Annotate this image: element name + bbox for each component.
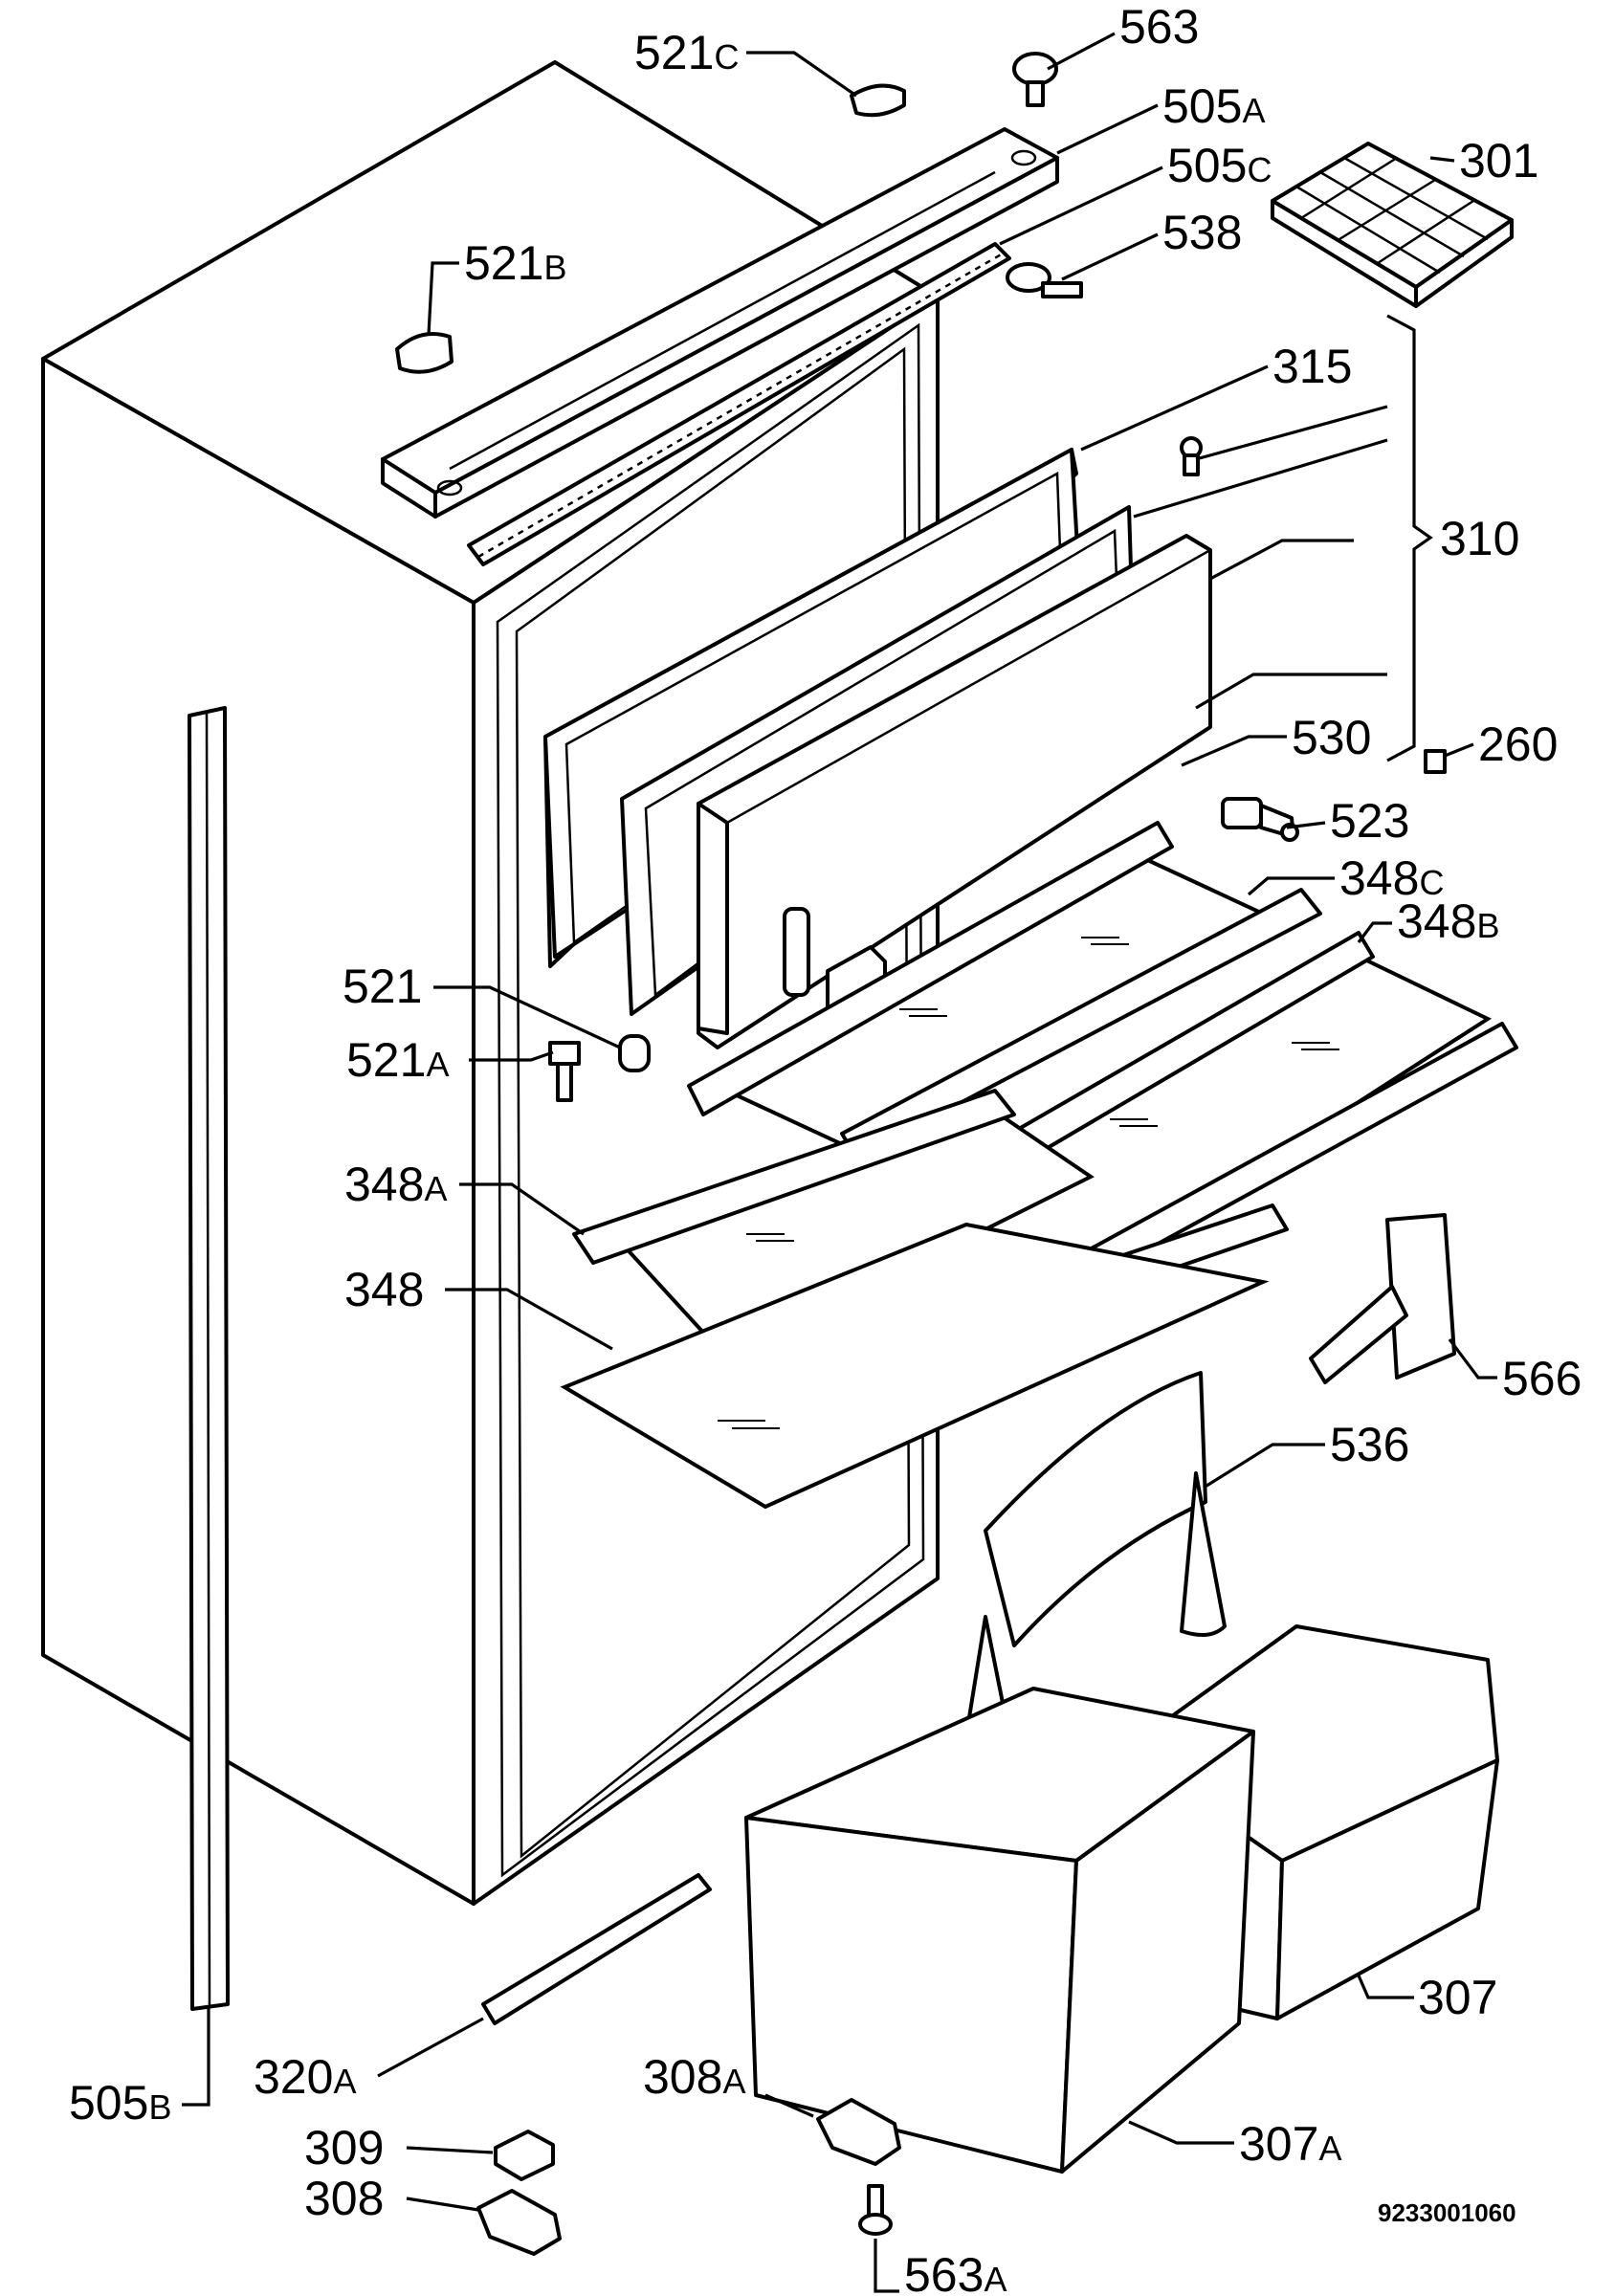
label-348c: 348C bbox=[1339, 851, 1444, 905]
ice-scraper bbox=[1309, 1213, 1456, 1384]
label-530: 530 bbox=[1292, 711, 1371, 764]
screw-563 bbox=[1012, 52, 1058, 107]
label-308a: 308A bbox=[643, 2050, 745, 2104]
glass-shelf-348 bbox=[560, 1222, 1270, 1510]
document-number: 9233001060 bbox=[1378, 2198, 1516, 2227]
clip-260 bbox=[1424, 749, 1447, 774]
bolt-315 bbox=[1180, 436, 1203, 476]
label-260: 260 bbox=[1478, 718, 1558, 771]
label-521a: 521A bbox=[346, 1033, 449, 1087]
plug-521 bbox=[618, 1034, 651, 1072]
label-521: 521 bbox=[343, 960, 422, 1013]
label-307: 307 bbox=[1418, 1971, 1497, 2024]
label-505a: 505A bbox=[1162, 79, 1265, 133]
label-563: 563 bbox=[1119, 0, 1199, 54]
label-505c: 505C bbox=[1167, 139, 1272, 192]
seal-strip bbox=[467, 242, 1011, 566]
label-521b: 521B bbox=[464, 236, 566, 290]
door-trim-strip bbox=[188, 706, 230, 2011]
label-523: 523 bbox=[1330, 794, 1409, 848]
label-301: 301 bbox=[1459, 134, 1538, 188]
leader-lines bbox=[182, 32, 1497, 2293]
rail-320a bbox=[481, 1873, 712, 2025]
label-505b: 505B bbox=[69, 2076, 171, 2130]
label-320a: 320A bbox=[254, 2050, 356, 2104]
label-538: 538 bbox=[1162, 206, 1242, 259]
label-521c: 521C bbox=[634, 26, 739, 79]
label-563a: 563A bbox=[904, 2248, 1007, 2296]
hinge-538 bbox=[1006, 262, 1083, 298]
ice-tray bbox=[1271, 142, 1514, 308]
plug-523 bbox=[1221, 797, 1299, 842]
cap-521c bbox=[850, 83, 906, 118]
label-536: 536 bbox=[1330, 1418, 1409, 1471]
glass-shelf-348c bbox=[687, 821, 1322, 1160]
latch-530 bbox=[783, 907, 810, 997]
label-315: 315 bbox=[1272, 340, 1352, 393]
freezer-door-panel bbox=[697, 534, 1212, 1049]
label-348: 348 bbox=[344, 1263, 424, 1316]
block-309 bbox=[494, 2130, 555, 2181]
label-307a: 307A bbox=[1239, 2117, 1341, 2171]
group-bracket-310 bbox=[1386, 314, 1433, 762]
top-cover-strip bbox=[381, 127, 1059, 519]
bracket-308a bbox=[816, 2098, 901, 2166]
label-348a: 348A bbox=[344, 1158, 447, 1211]
label-348b: 348B bbox=[1397, 894, 1499, 948]
cap-521b bbox=[395, 332, 454, 374]
label-566: 566 bbox=[1502, 1352, 1582, 1405]
label-310: 310 bbox=[1440, 512, 1519, 565]
door-bin-307a bbox=[744, 1687, 1255, 2174]
bracket-308 bbox=[476, 2189, 562, 2256]
screw-563a bbox=[858, 2184, 893, 2236]
label-308: 308 bbox=[304, 2172, 384, 2225]
label-309: 309 bbox=[304, 2121, 384, 2175]
